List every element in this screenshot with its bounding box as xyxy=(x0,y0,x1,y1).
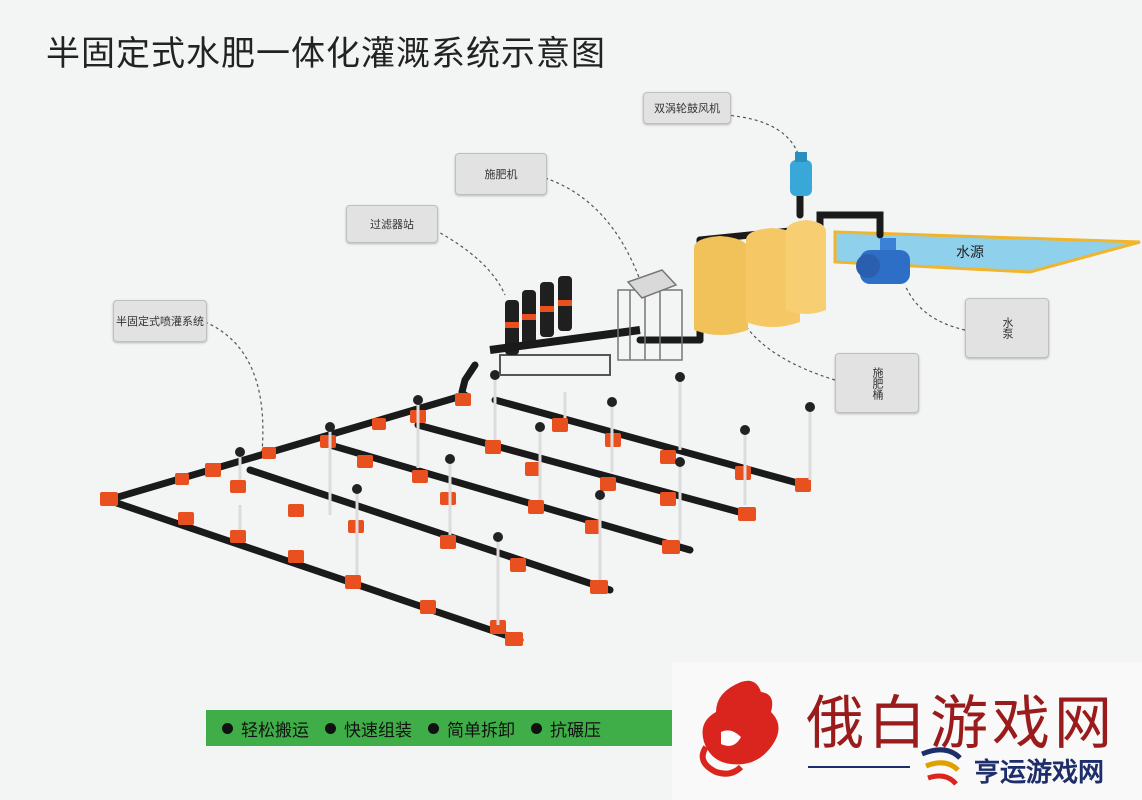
callout-fertilizer-machine: 施肥机 xyxy=(455,153,547,195)
bullet-icon xyxy=(531,722,542,734)
callout-blower: 双涡轮鼓风机 xyxy=(643,92,731,124)
callout-filter-station: 过滤器站 xyxy=(346,205,438,243)
callout-water-pump: 水泵 xyxy=(965,298,1049,358)
diagram-title: 半固定式水肥一体化灌溉系统示意图 xyxy=(46,34,606,74)
callout-leader-lines xyxy=(204,114,966,453)
bullet-icon xyxy=(325,722,336,734)
blower-graphic xyxy=(790,152,812,196)
pipe-network xyxy=(104,176,884,644)
rooster-logo-icon xyxy=(699,680,779,777)
feature-item: 轻松搬运 xyxy=(222,716,309,741)
callout-fertilizer-tank: 施肥桶 xyxy=(835,353,919,413)
filter-station-graphic xyxy=(489,276,641,376)
fertilizer-tanks-graphic xyxy=(694,220,826,335)
bullet-icon xyxy=(428,722,439,734)
sprinkler-risers xyxy=(238,378,812,625)
callout-sprinkler-system: 半固定式喷灌系统 xyxy=(113,300,207,342)
bullet-icon xyxy=(222,722,233,734)
watermark-main-text: 俄白游戏网 xyxy=(806,689,1117,757)
feature-item: 快速组装 xyxy=(325,716,412,741)
pipe-fittings xyxy=(100,393,811,646)
water-source-pool xyxy=(833,230,1141,274)
feature-bar: 轻松搬运 快速组装 简单拆卸 抗碾压 xyxy=(206,710,686,746)
water-source-label: 水源 xyxy=(956,245,984,261)
feature-item: 抗碾压 xyxy=(531,716,601,741)
fertilizer-machine-graphic xyxy=(617,269,683,361)
water-pump-graphic xyxy=(856,238,910,284)
feature-item: 简单拆卸 xyxy=(428,716,515,741)
swirl-logo-icon xyxy=(921,747,962,786)
watermark-sub-text: 亨运游戏网 xyxy=(974,758,1105,788)
watermark-divider xyxy=(808,766,910,768)
sprinkler-heads xyxy=(235,370,815,542)
